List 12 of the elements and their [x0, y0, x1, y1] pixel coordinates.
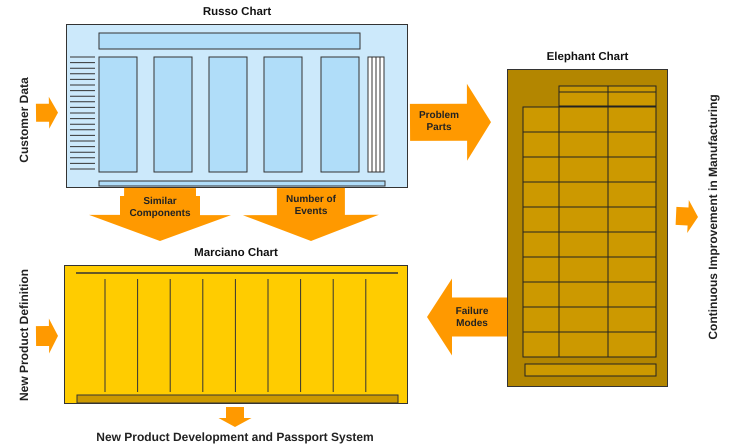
edge-label: Similar Components — [120, 196, 200, 220]
chart-title: Russo Chart — [202, 6, 272, 18]
block-arrow — [218, 407, 252, 427]
chart-title: Marciano Chart — [194, 247, 278, 259]
block-arrow — [676, 200, 698, 233]
input-output-label: New Product Definition — [16, 260, 32, 410]
input-output-label: New Product Development and Passport System — [60, 429, 410, 445]
input-output-label: Continuous Improvement in Manufacturing — [705, 76, 721, 358]
input-output-label: Customer Data — [16, 75, 32, 165]
block-arrow — [36, 318, 58, 354]
chart-title: Elephant Chart — [546, 51, 628, 63]
block-arrow — [36, 96, 58, 129]
